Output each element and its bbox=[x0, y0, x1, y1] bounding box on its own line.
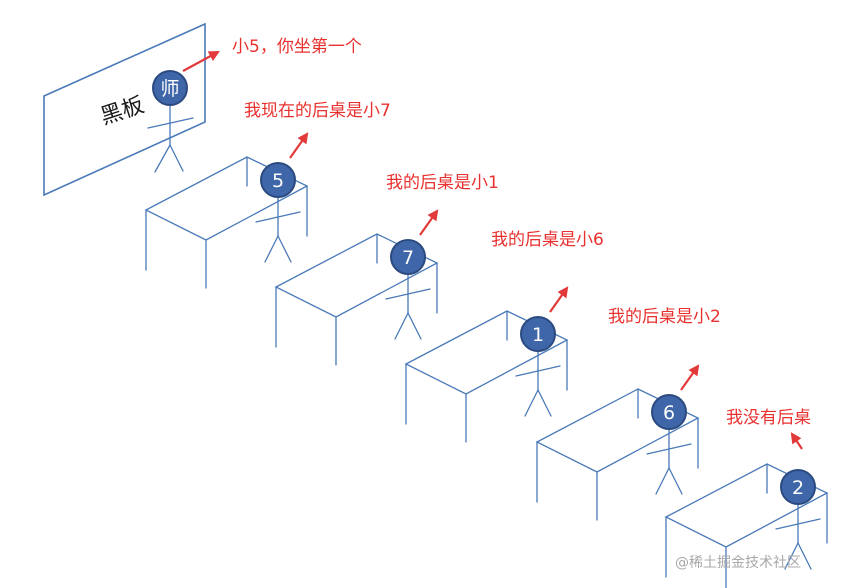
student-note-2: 我没有后桌 bbox=[726, 408, 811, 428]
teacher-head bbox=[152, 70, 188, 106]
blackboard: 黑板 bbox=[43, 22, 206, 197]
arrow-1 bbox=[549, 286, 569, 313]
student-group-1: 1 我的后桌是小6 bbox=[404, 230, 604, 443]
arrow-6 bbox=[680, 364, 700, 391]
student-note-7: 我的后桌是小1 bbox=[386, 173, 499, 193]
student-7: 7 bbox=[385, 239, 431, 340]
student-group-5: 5 我现在的后桌是小7 bbox=[144, 101, 391, 289]
student-head-5 bbox=[260, 162, 296, 198]
arrow-7 bbox=[419, 209, 439, 236]
teacher-note: 小5，你坐第一个 bbox=[232, 37, 362, 57]
student-head-1 bbox=[520, 316, 556, 352]
student-head-7 bbox=[390, 239, 426, 275]
student-group-2: 2 我没有后桌 bbox=[664, 408, 829, 588]
arrow-2 bbox=[790, 432, 803, 450]
student-number: 7 bbox=[402, 247, 414, 269]
student-note-1: 我的后桌是小6 bbox=[491, 230, 604, 250]
student-note-6: 我的后桌是小2 bbox=[608, 307, 721, 327]
arrow-5 bbox=[289, 132, 309, 159]
student-note-5: 我现在的后桌是小7 bbox=[244, 101, 391, 121]
student-number: 6 bbox=[663, 402, 675, 424]
teacher-label: 师 bbox=[160, 78, 179, 100]
student-2: 2 bbox=[775, 469, 821, 570]
student-group-6: 6 我的后桌是小2 bbox=[535, 307, 721, 521]
student-1: 1 bbox=[515, 316, 561, 417]
student-5: 5 bbox=[255, 162, 301, 263]
student-desks: 5 我现在的后桌是小7 7 我的后桌是小1 1 我的后桌是小6 6 我的后桌是小2 2 我没有后桌 bbox=[144, 101, 829, 588]
student-number: 5 bbox=[272, 170, 284, 192]
student-group-7: 7 我的后桌是小1 bbox=[274, 173, 499, 366]
watermark: @稀土掘金技术社区 bbox=[675, 555, 801, 571]
student-number: 1 bbox=[532, 324, 544, 346]
student-6: 6 bbox=[646, 394, 692, 495]
student-head-6 bbox=[651, 394, 687, 430]
student-head-2 bbox=[780, 469, 816, 505]
teacher-arrow bbox=[182, 50, 220, 72]
teacher-figure: 师 bbox=[147, 70, 194, 173]
student-number: 2 bbox=[792, 477, 804, 499]
